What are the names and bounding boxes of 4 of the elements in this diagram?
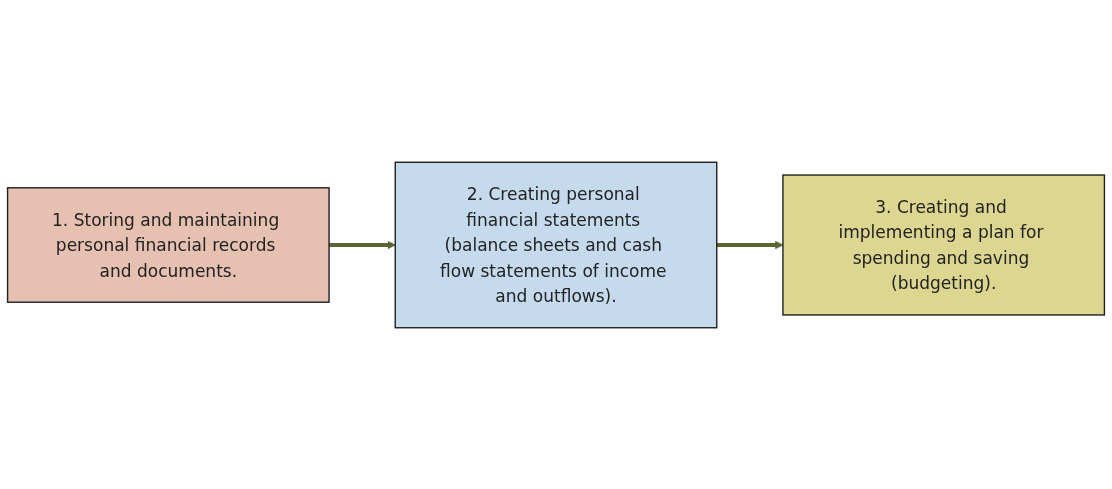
arrow bbox=[329, 240, 396, 249]
node-box: 3. Creating and implementing a plan for spending and saving (budgeting). bbox=[782, 173, 1106, 316]
node-box: 2. Creating personal financial statements (balance sheets and cash flow statements of income and outflows). bbox=[394, 161, 718, 328]
node-box: 1. Storing and maintaining personal financial records and documents. bbox=[6, 186, 330, 303]
